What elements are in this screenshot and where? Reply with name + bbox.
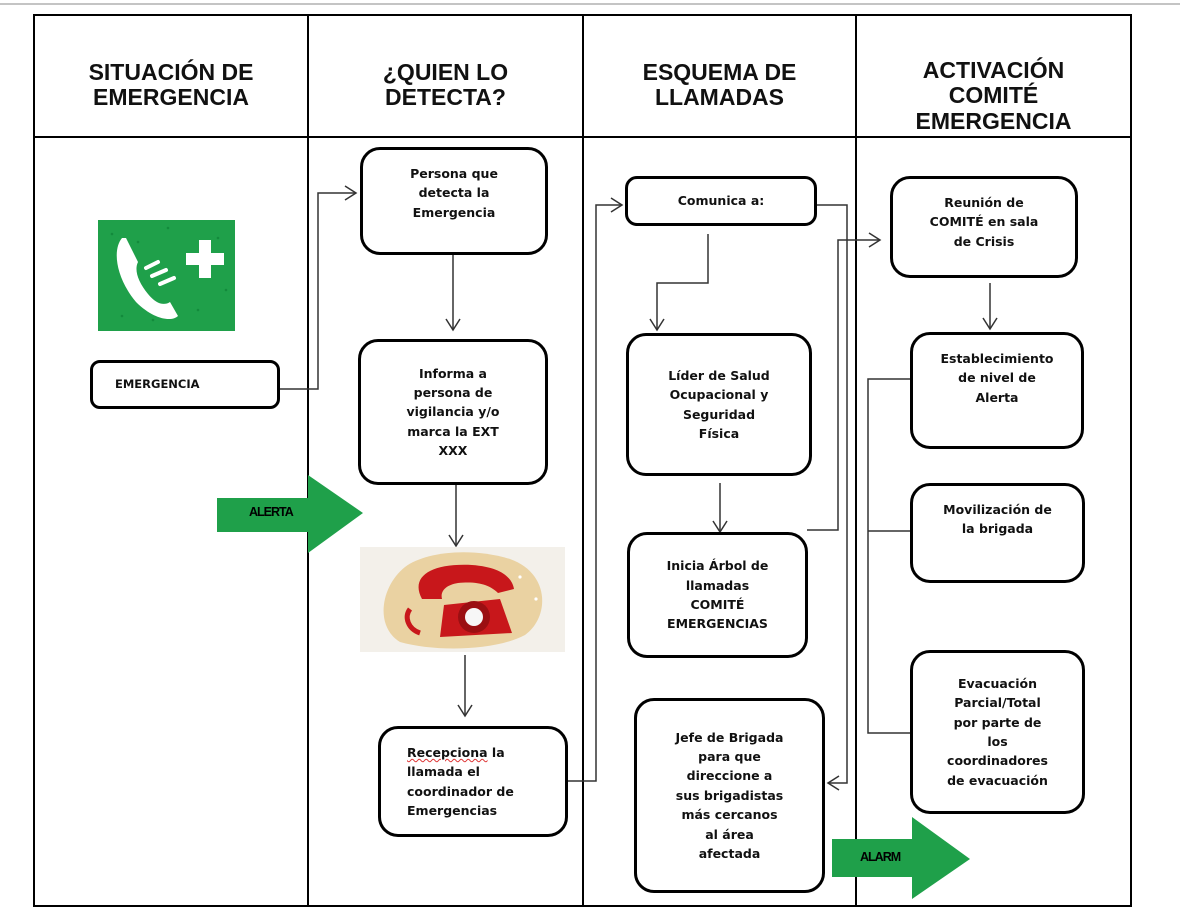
- node-inicia-arbol: Inicia Árbol de llamadas COMITÉ EMERGENC…: [627, 532, 808, 658]
- node-movilizacion-brigada: Movilización de la brigada: [910, 483, 1085, 583]
- recepciona-rest: la llamada el coordinador de Emergencias: [407, 744, 514, 818]
- connector-bracket: [867, 378, 910, 734]
- recepciona-word: Recepciona: [407, 744, 488, 760]
- connector-comunica-lider: [656, 234, 709, 330]
- header-esquema-llamadas: ESQUEMA DE LLAMADAS: [642, 58, 797, 110]
- alerta-label: ALERTA: [249, 505, 294, 519]
- connector-comunica-jefe: [816, 204, 848, 784]
- emergency-phone-icon: [98, 220, 235, 331]
- connector-recepciona-comunica: [567, 204, 622, 782]
- alarm-label: ALARM: [860, 850, 901, 864]
- alarm-arrow: [830, 817, 972, 901]
- node-jefe-brigada: Jefe de Brigada para que direccione a su…: [634, 698, 825, 893]
- node-comunica: Comunica a:: [625, 176, 817, 226]
- header-quien-detecta: ¿QUIEN LO DETECTA?: [382, 58, 509, 110]
- header-activacion-comite: ACTIVACIÓN COMITÉ EMERGENCIA: [915, 57, 1072, 134]
- node-emergencia: EMERGENCIA: [90, 360, 280, 409]
- connector-inicia-reunion: [807, 239, 880, 531]
- node-persona-detecta: Persona que detecta la Emergencia: [360, 147, 548, 255]
- node-lider-salud: Líder de Salud Ocupacional y Seguridad F…: [626, 333, 812, 476]
- header-situacion: SITUACIÓN DE EMERGENCIA: [88, 58, 254, 110]
- node-recepciona-llamada: Recepciona la llamada el coordinador de …: [378, 726, 568, 837]
- node-establecimiento-alerta: Establecimiento de nivel de Alerta: [910, 332, 1084, 449]
- node-reunion-comite: Reunión de COMITÉ en sala de Crisis: [890, 176, 1078, 278]
- alerta-arrow: [215, 475, 365, 555]
- node-evacuacion: Evacuación Parcial/Total por parte de lo…: [910, 650, 1085, 814]
- node-informa-vigilancia: Informa a persona de vigilancia y/o marc…: [358, 339, 548, 485]
- red-telephone-icon: [360, 547, 565, 652]
- connector-emergencia-persona: [277, 192, 356, 390]
